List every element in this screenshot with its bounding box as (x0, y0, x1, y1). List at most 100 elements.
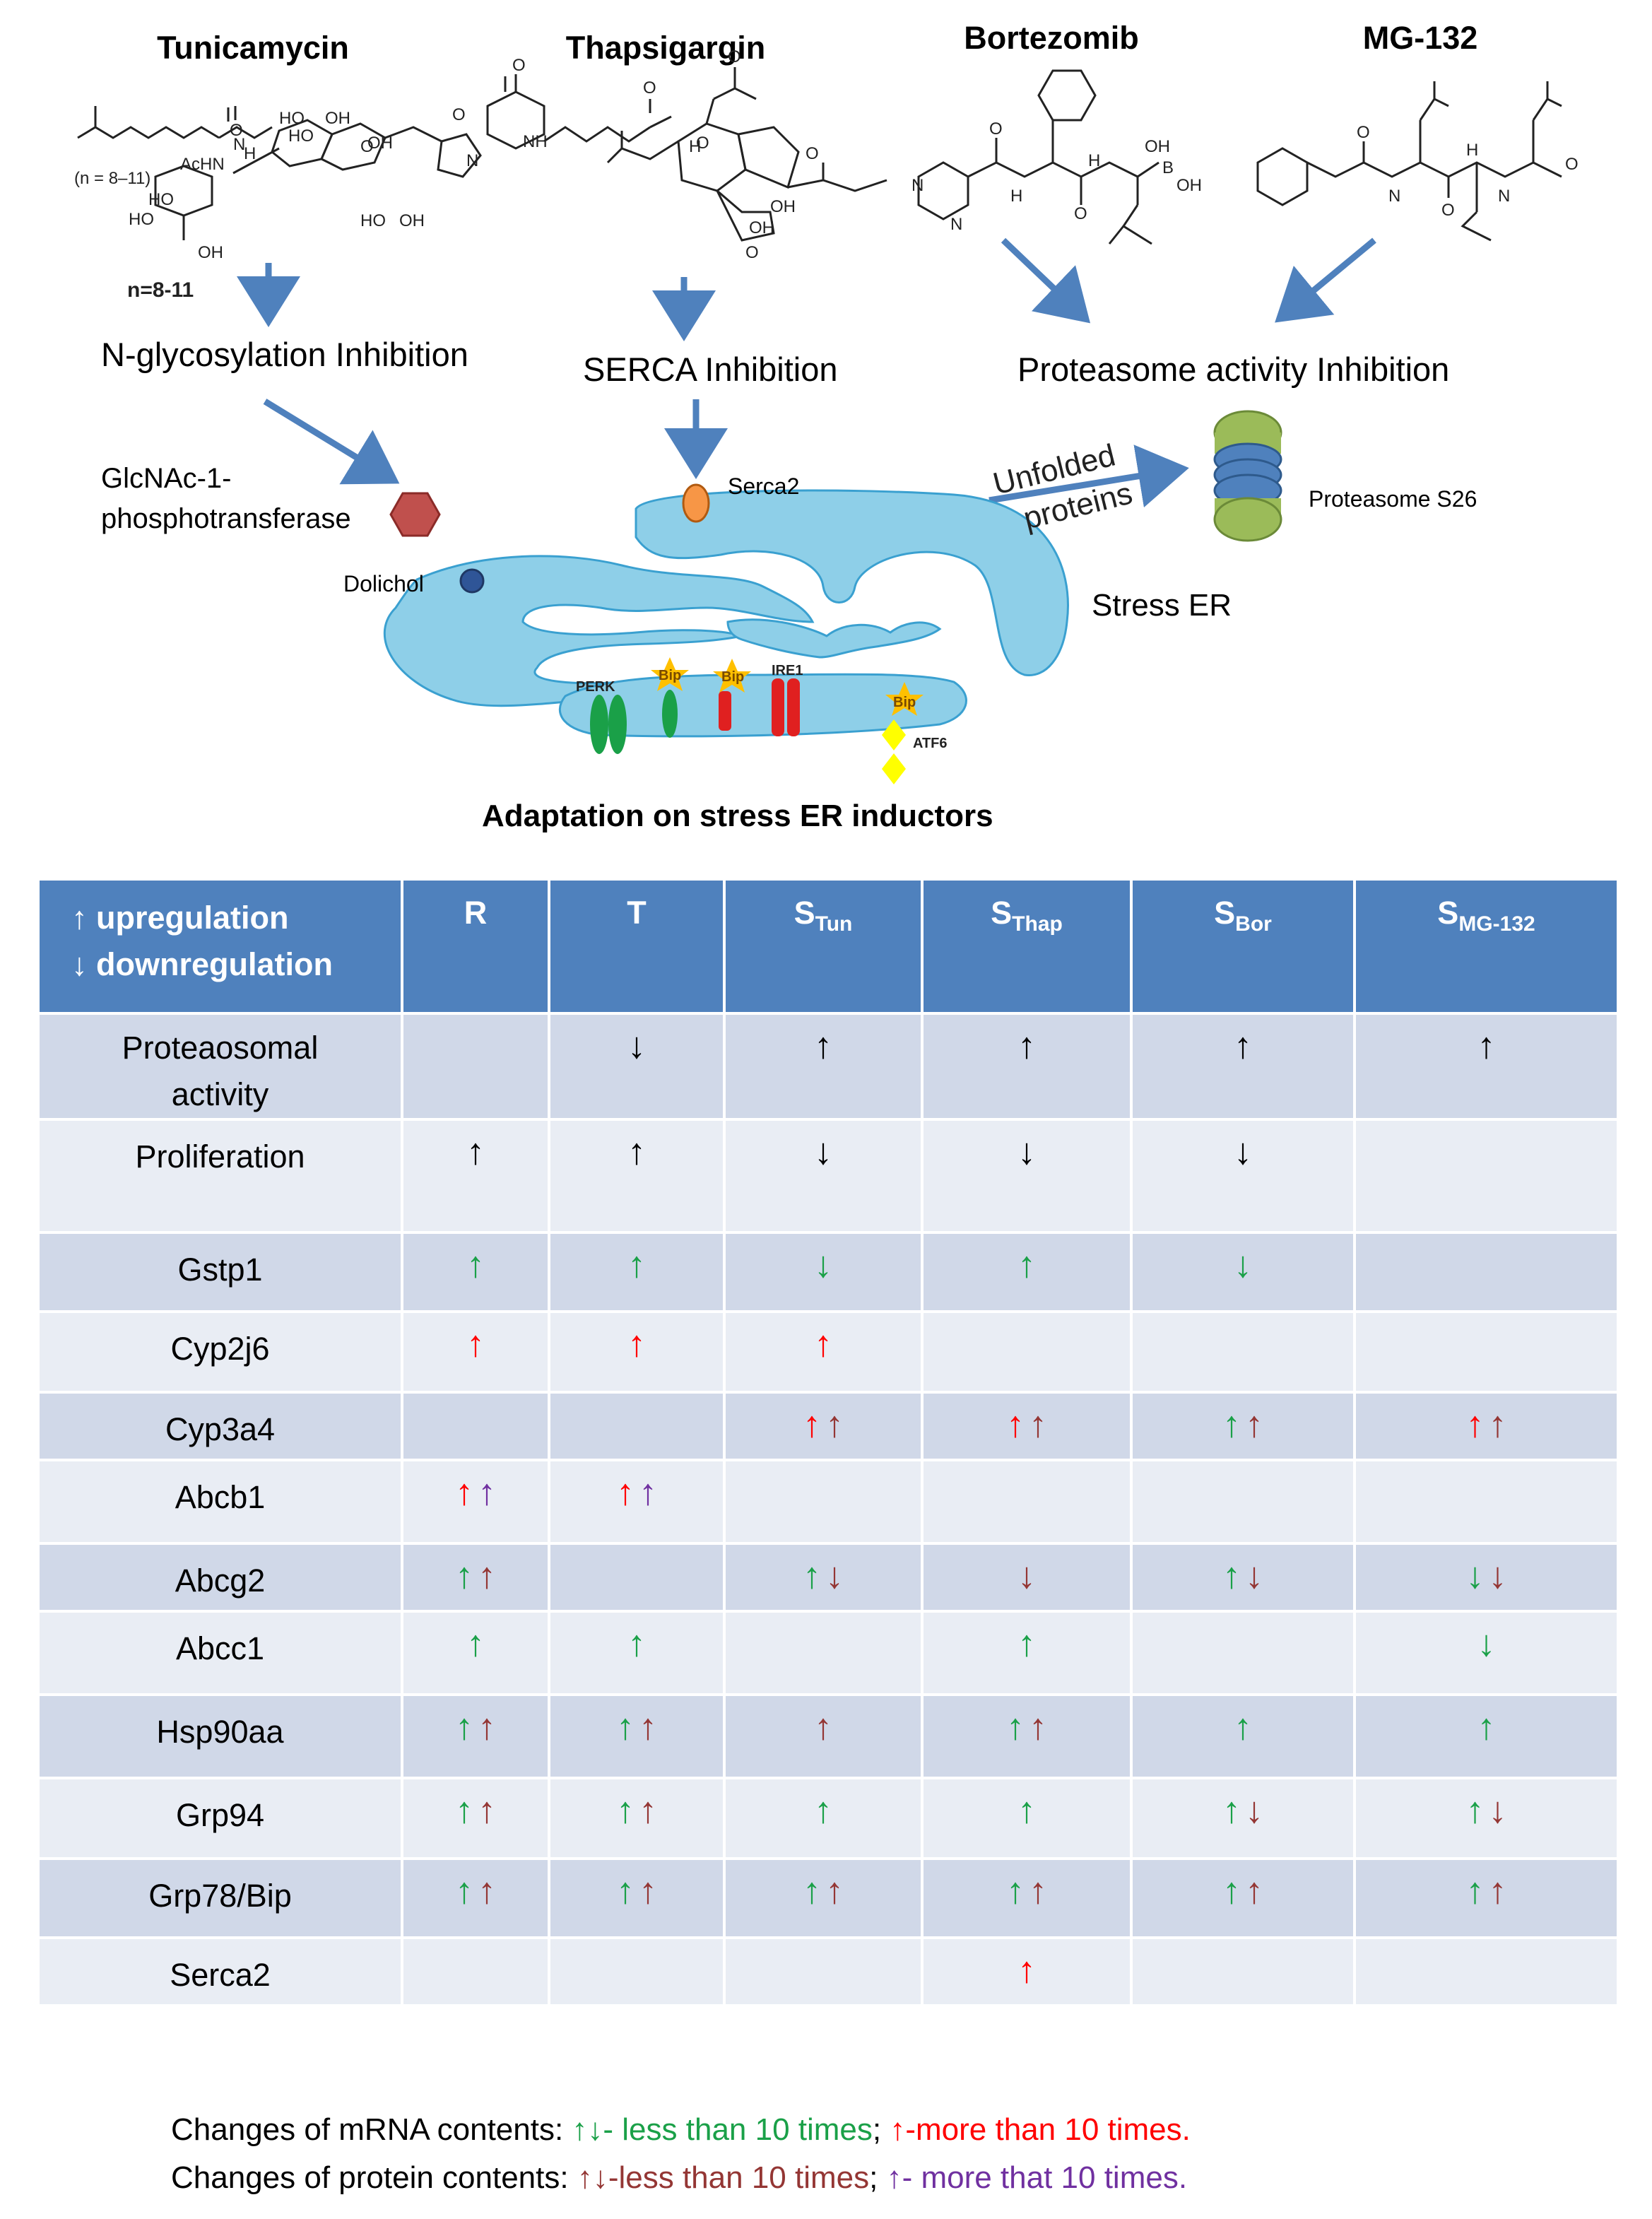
arrow-green: ↑ (1017, 1623, 1036, 1664)
oh-thap-2: OH (749, 218, 774, 237)
arrow-red: ↑ (814, 1324, 832, 1365)
table-cell: ↑ (1353, 1012, 1619, 1121)
arrow-brown: ↓ (1017, 1555, 1036, 1596)
drug-title-mg132: MG-132 (1362, 20, 1478, 56)
table-cell: ↑ (1130, 1012, 1356, 1121)
table-cell: ↑↑ (723, 1857, 924, 1939)
arrow-red: ↑ (466, 1324, 485, 1365)
arrow-green: ↑ (466, 1623, 485, 1664)
arrow-green: ↓ (814, 1244, 832, 1285)
table-cell: ↑↓ (1130, 1777, 1356, 1860)
perk-receptor (590, 695, 627, 754)
arrow-green: ↑ (1222, 1790, 1241, 1831)
table-cell: ↑ (723, 1777, 924, 1860)
proteasome-s26-label: Proteasome S26 (1309, 486, 1477, 512)
arrow-green: ↑ (1222, 1404, 1241, 1445)
b-bor: B (1162, 158, 1174, 177)
table-row: Grp78/Bip↑↑↑↑↑↑↑↑↑↑↑↑ (37, 1857, 1619, 1939)
legend-mrna-green-text: - less than 10 times (603, 2112, 873, 2147)
arrow-black: ↑ (466, 1131, 485, 1172)
table-cell: ↓ (1130, 1118, 1356, 1234)
table-cell: ↑ (723, 1012, 924, 1121)
arrow-brown: ↑ (639, 1871, 657, 1912)
table-cell: ↑↑ (921, 1857, 1133, 1939)
oh-label-3: OH (367, 134, 393, 153)
table-row: Serca2↑ (37, 1936, 1619, 2007)
arrow-green: ↑ (1006, 1871, 1025, 1912)
ho-label-3: HO (279, 109, 305, 128)
legend-mrna-line: Changes of mRNA contents: ↑↓- less than … (171, 2106, 1191, 2154)
thapsigargin-structure (543, 67, 887, 242)
n-range-label: (n = 8–11) (74, 169, 151, 188)
header-col-3: SThap (921, 878, 1133, 1015)
table-cell (1130, 1459, 1356, 1545)
o-thap-3: O (728, 47, 741, 66)
table-cell (401, 1012, 550, 1121)
arrow-black: ↑ (627, 1131, 646, 1172)
arrow-mg132 (1275, 237, 1376, 323)
table-cell: ↑ (401, 1118, 550, 1234)
header-col-main: S (1214, 895, 1236, 931)
table-cell: ↑ (723, 1693, 924, 1779)
bip-label-3: Bip (893, 695, 916, 710)
table-cell: ↑↑ (548, 1693, 726, 1779)
ire1-label: IRE1 (772, 663, 803, 678)
n-bold-label: n=8-11 (127, 278, 194, 302)
header-col-main: T (627, 895, 647, 931)
arrow-green: ↑ (1465, 1871, 1485, 1912)
bortezomib-structure (917, 69, 1160, 245)
arrow-green: ↑ (803, 1555, 821, 1596)
table-row: Hsp90aa↑↑↑↑↑↑↑↑↑ (37, 1693, 1619, 1779)
arrow-green: ↓ (1234, 1244, 1252, 1285)
n-mg-1: N (1388, 187, 1400, 206)
ho-label-1: HO (148, 190, 174, 209)
header-col-0: R (401, 878, 550, 1015)
table-cell: ↓ (1353, 1610, 1619, 1696)
arrow-green: ↑ (1017, 1244, 1036, 1285)
table-cell: ↓ (921, 1542, 1133, 1613)
arrow-brown: ↑ (639, 1707, 657, 1748)
table-cell: ↑↓ (1353, 1777, 1619, 1860)
header-col-1: T (548, 878, 726, 1015)
arrow-brown: ↑ (814, 1707, 832, 1748)
arrow-red: ↑ (627, 1324, 646, 1365)
arrow-purple: ↑ (639, 1472, 657, 1513)
arrow-green: ↑ (803, 1871, 821, 1912)
table-cell (1130, 1310, 1356, 1394)
table-cell: ↑↑ (401, 1777, 550, 1860)
atf6-label: ATF6 (913, 736, 948, 751)
table-cell: ↑ (401, 1310, 550, 1394)
arrow-black: ↓ (627, 1025, 646, 1066)
n-label-1: N (233, 135, 245, 154)
table-cell (723, 1610, 924, 1696)
table-cell: ↑↑ (401, 1693, 550, 1779)
n-label-2: N (466, 151, 478, 170)
bip-label-1: Bip (659, 668, 681, 683)
bip-star-2 (713, 659, 751, 693)
legend-mrna-sep: ; (872, 2112, 890, 2147)
legend-protein-purple-arrow: ↑ (886, 2160, 902, 2195)
legend-protein-sep: ; (869, 2160, 887, 2195)
arrow-black: ↑ (1477, 1025, 1496, 1066)
o-label-4: O (512, 56, 526, 75)
glcnac-label-line1: GlcNAc-1- (101, 463, 232, 494)
table-cell (1130, 1610, 1356, 1696)
row-label: Grp94 (37, 1777, 403, 1860)
header-col-sub: MG-132 (1458, 912, 1535, 936)
row-label: Hsp90aa (37, 1693, 403, 1779)
table-cell: ↑↑ (723, 1391, 924, 1461)
table-cell: ↑↑ (548, 1459, 726, 1545)
arrow-black: ↓ (1234, 1131, 1252, 1172)
o-bor-2: O (1074, 204, 1087, 223)
arrow-black: ↑ (1017, 1025, 1036, 1066)
arrow-brown: ↑ (1029, 1871, 1047, 1912)
n-bor-1: N (911, 176, 924, 195)
arrow-green: ↑ (627, 1623, 646, 1664)
table-cell (548, 1391, 726, 1461)
arrow-brown: ↑ (478, 1707, 496, 1748)
ho-label-2: HO (129, 210, 154, 229)
arrow-green: ↓ (1477, 1623, 1496, 1664)
arrow-red: ↑ (1006, 1404, 1025, 1445)
arrow-green: ↑ (1222, 1871, 1241, 1912)
ire1-receptor (772, 678, 800, 736)
